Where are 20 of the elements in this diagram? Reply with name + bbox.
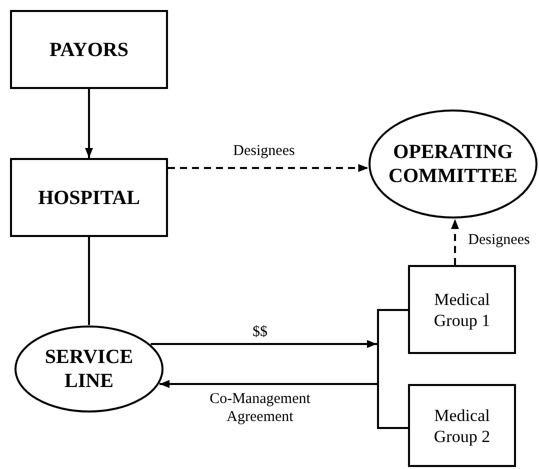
connector xyxy=(451,218,459,265)
node-label: Medical Group 2 xyxy=(432,404,492,446)
connector xyxy=(85,89,93,158)
committee-ellipse xyxy=(368,109,538,219)
node-label: Medical Group 1 xyxy=(432,288,492,330)
node-label: SERVICE LINE xyxy=(44,345,134,393)
connector xyxy=(150,340,377,348)
group-box xyxy=(408,384,516,467)
node-label: PAYORS xyxy=(48,38,130,62)
connector xyxy=(379,309,408,311)
node-label: HOSPITAL xyxy=(37,186,141,210)
group-box xyxy=(408,265,516,354)
service-line-ellipse xyxy=(14,325,164,413)
node-label: OPERATING COMMITTEE xyxy=(388,140,518,188)
connector xyxy=(88,237,90,325)
connector xyxy=(379,427,408,429)
connector xyxy=(160,380,377,388)
connector xyxy=(168,164,368,172)
entity-box xyxy=(10,158,168,237)
entity-box xyxy=(10,10,168,89)
